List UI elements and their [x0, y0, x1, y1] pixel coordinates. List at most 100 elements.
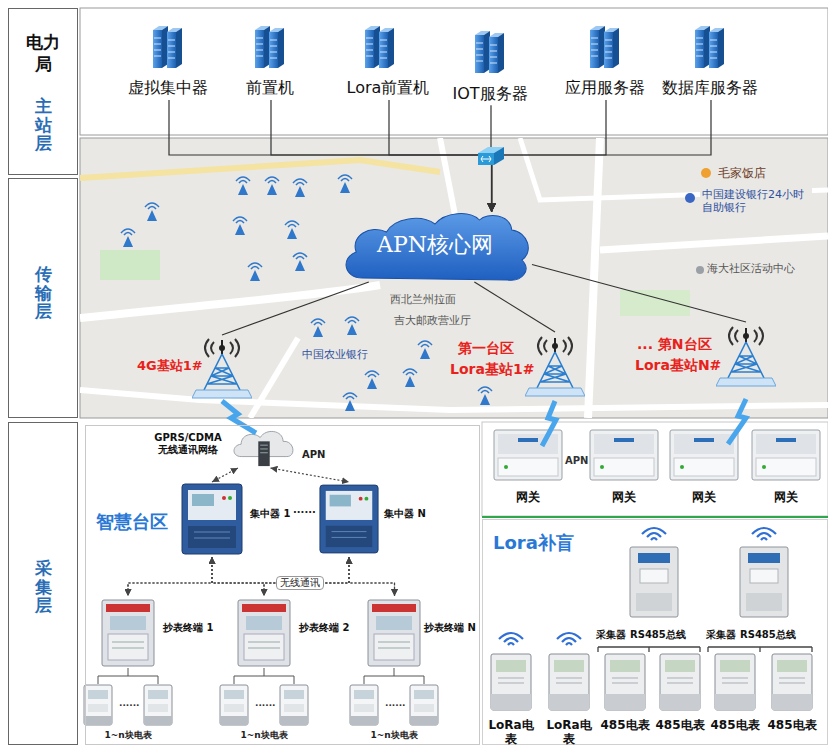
node-text: LoRa电表: [483, 718, 539, 747]
map-roads: [440, 138, 455, 215]
node-text: 采集器: [596, 629, 626, 641]
node-text: GPRS/CDMA 无线通讯网络: [148, 432, 228, 456]
device-images: [410, 685, 438, 725]
connector: [492, 100, 711, 212]
signal-icons: [338, 175, 352, 193]
connector: [128, 557, 212, 596]
signal-icons: [121, 175, 492, 411]
device-images: [182, 484, 242, 554]
gateway-panel: [482, 422, 828, 516]
server-icons: [153, 26, 724, 73]
server-icons: [590, 26, 619, 68]
signal-icons: [236, 177, 250, 195]
server: 数据库服务器: [658, 20, 764, 100]
map-roads: [80, 390, 828, 410]
signal-icons: [121, 229, 135, 247]
server: 前置机: [222, 20, 320, 100]
node-text: APN核心网: [340, 232, 530, 258]
signal-icons: [418, 341, 432, 359]
map-roads: [620, 290, 690, 316]
device-images: [238, 600, 290, 666]
layer-band: 采集层: [8, 422, 78, 745]
node-text: 第一台区: [458, 340, 514, 357]
divider-line: [482, 516, 828, 518]
connector: [212, 557, 264, 596]
wireless-bolts: [542, 401, 556, 446]
signal-icons: [293, 253, 307, 271]
node-text: 485电表: [709, 718, 761, 732]
device-images: [630, 547, 678, 617]
node-text: Lora前置机: [340, 78, 436, 97]
device-images: [752, 430, 820, 480]
concentrator: 集中器 1: [178, 482, 293, 557]
meter-group-label: 1~n块电表: [234, 730, 294, 741]
device-images: [368, 600, 420, 666]
electric-meter: 485电表: [766, 650, 820, 736]
meter-reading-terminal: 抄表终端 N: [364, 596, 478, 670]
device-images: [84, 430, 820, 725]
signal-icons: [403, 369, 417, 387]
network-label: APN: [565, 455, 588, 467]
signal-icons: [311, 319, 325, 337]
collector: 采集器: [596, 543, 696, 643]
server-icons: [255, 26, 284, 68]
node-text: Lora基站1#: [450, 361, 534, 378]
network-switch: [478, 147, 504, 165]
node-text: 485电表: [766, 718, 818, 732]
device-images: [220, 685, 248, 725]
device-images: [102, 600, 154, 666]
signal-icons: [285, 221, 299, 239]
signal-icons: [365, 371, 379, 389]
bus-label: RS485总线: [630, 629, 686, 641]
server-icons: [475, 31, 504, 73]
map-label: 吉大邮政营业厅: [392, 314, 473, 327]
connector: [212, 557, 394, 596]
map-label: 中国农业银行: [300, 348, 370, 361]
map-roads: [80, 285, 380, 318]
node-text: 网关: [666, 490, 742, 504]
meter-reading-terminal: 抄表终端 1: [98, 596, 226, 670]
core-network-cloud: APN核心网: [340, 212, 532, 282]
node-text: 网关: [748, 490, 824, 504]
network-switch: [481, 156, 491, 162]
signal-icons: [248, 263, 262, 281]
node-text: 抄表终端 1: [163, 622, 213, 634]
base-station-towers: [716, 327, 776, 386]
map-label: 海大社区活动中心: [705, 262, 797, 275]
node-text: 集中器 1: [250, 508, 290, 520]
device-images: [598, 647, 812, 652]
device-images: [752, 528, 776, 540]
electric-meter: LoRa电表: [483, 650, 541, 749]
device-images: [144, 685, 172, 725]
device-images: [549, 654, 589, 710]
connector: [264, 557, 349, 596]
map-roads: [685, 193, 695, 203]
layer-band: 电力局主站层: [8, 8, 78, 175]
gateway: 网关: [490, 428, 568, 508]
device-images: [98, 668, 424, 684]
connector: [389, 100, 492, 212]
node-text: Lora补盲: [493, 532, 574, 554]
node-text: 传输层: [35, 265, 52, 321]
map-ground: [80, 138, 828, 418]
wireless-bolts: [728, 399, 746, 444]
device-images: [350, 685, 378, 725]
device-images: [494, 430, 562, 480]
electric-meter: 485电表: [599, 650, 653, 736]
node-text: 4G基站1#: [137, 358, 203, 374]
map-roads: [588, 138, 600, 418]
connector: [169, 100, 492, 212]
device-images: [491, 654, 531, 710]
node-text: 智慧台区: [96, 511, 168, 533]
node-text: IOT服务器: [442, 84, 538, 103]
device-images: [557, 633, 581, 645]
network-cloud: GPRS/CDMA 无线通讯网络: [148, 428, 303, 468]
device-images: [320, 485, 378, 553]
gateway: 网关: [748, 428, 826, 508]
meter-group-label: 1~n块电表: [364, 730, 424, 741]
connector: [270, 468, 349, 482]
connector: [271, 100, 492, 212]
network-switch: [494, 147, 504, 165]
